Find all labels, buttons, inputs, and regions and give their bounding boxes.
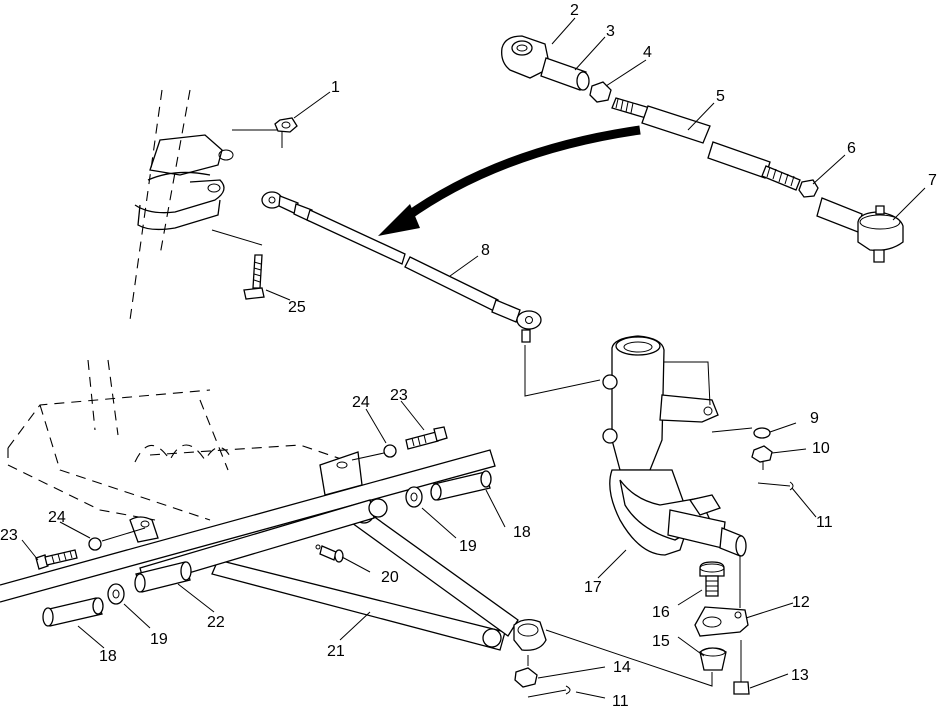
nut-4 bbox=[589, 81, 612, 103]
bushing-18-left bbox=[42, 597, 104, 627]
washer-19-right bbox=[405, 486, 423, 508]
callout-20: 20 bbox=[381, 569, 399, 586]
steering-post bbox=[129, 89, 283, 321]
ball-joint-7 bbox=[816, 197, 904, 263]
callout-23-right: 23 bbox=[390, 387, 408, 404]
callout-18-right: 18 bbox=[513, 524, 531, 541]
callout-23-left: 23 bbox=[0, 527, 18, 544]
grease-fitting-20 bbox=[315, 544, 344, 563]
washer-19-left bbox=[107, 583, 125, 605]
washer-24-right bbox=[383, 444, 397, 458]
bolt-23-left bbox=[35, 549, 78, 570]
callout-10: 10 bbox=[812, 440, 830, 457]
callout-16: 16 bbox=[652, 604, 670, 621]
callout-1: 1 bbox=[331, 79, 340, 96]
callout-14: 14 bbox=[613, 659, 631, 676]
a-arm-21 bbox=[134, 498, 547, 651]
bushing-18-right bbox=[430, 470, 492, 501]
callout-17: 17 bbox=[584, 579, 602, 596]
callout-18-left: 18 bbox=[99, 648, 117, 665]
callout-12: 12 bbox=[792, 594, 810, 611]
bolt-23-right bbox=[405, 426, 448, 450]
callout-25: 25 bbox=[288, 299, 306, 316]
callout-24-left: 24 bbox=[48, 509, 66, 526]
leader-lines bbox=[21, 17, 926, 699]
rod-end-2 bbox=[501, 35, 551, 79]
bolt-25 bbox=[243, 254, 265, 300]
callout-7: 7 bbox=[928, 172, 937, 189]
washer-24-left bbox=[88, 537, 102, 551]
nut-1 bbox=[274, 117, 298, 133]
washer-9 bbox=[753, 427, 771, 439]
callout-13: 13 bbox=[791, 667, 809, 684]
bushing-15 bbox=[699, 647, 727, 671]
callout-4: 4 bbox=[643, 44, 652, 61]
callout-19-left: 19 bbox=[150, 631, 168, 648]
callout-19-right: 19 bbox=[459, 538, 477, 555]
callout-24-right: 24 bbox=[352, 394, 370, 411]
adjuster-tube-5 bbox=[611, 97, 801, 191]
frame bbox=[7, 359, 351, 521]
bolt-13 bbox=[733, 640, 750, 695]
callout-8: 8 bbox=[481, 242, 490, 259]
callout-5: 5 bbox=[716, 88, 725, 105]
cotter-pin-11-lower bbox=[527, 685, 571, 698]
callout-11-lower: 11 bbox=[612, 693, 629, 707]
callout-22: 22 bbox=[207, 614, 225, 631]
callout-2: 2 bbox=[570, 2, 579, 19]
callout-21: 21 bbox=[327, 643, 345, 660]
a-arm-brackets bbox=[0, 449, 496, 603]
callout-11-right: 11 bbox=[816, 514, 833, 531]
tie-rod-8 bbox=[261, 191, 542, 343]
assembly-arrow bbox=[378, 125, 641, 236]
callout-15: 15 bbox=[652, 633, 670, 650]
spindle-knuckle-17 bbox=[524, 335, 747, 557]
nut-14 bbox=[514, 667, 538, 688]
bolt-16 bbox=[699, 561, 725, 597]
jam-sleeve-3 bbox=[540, 57, 590, 91]
nut-10 bbox=[751, 445, 773, 463]
callout-3: 3 bbox=[606, 23, 615, 40]
callout-9: 9 bbox=[810, 410, 819, 427]
plate-12 bbox=[694, 606, 749, 637]
callout-6: 6 bbox=[847, 140, 856, 157]
cotter-pin-11-right bbox=[757, 481, 794, 491]
